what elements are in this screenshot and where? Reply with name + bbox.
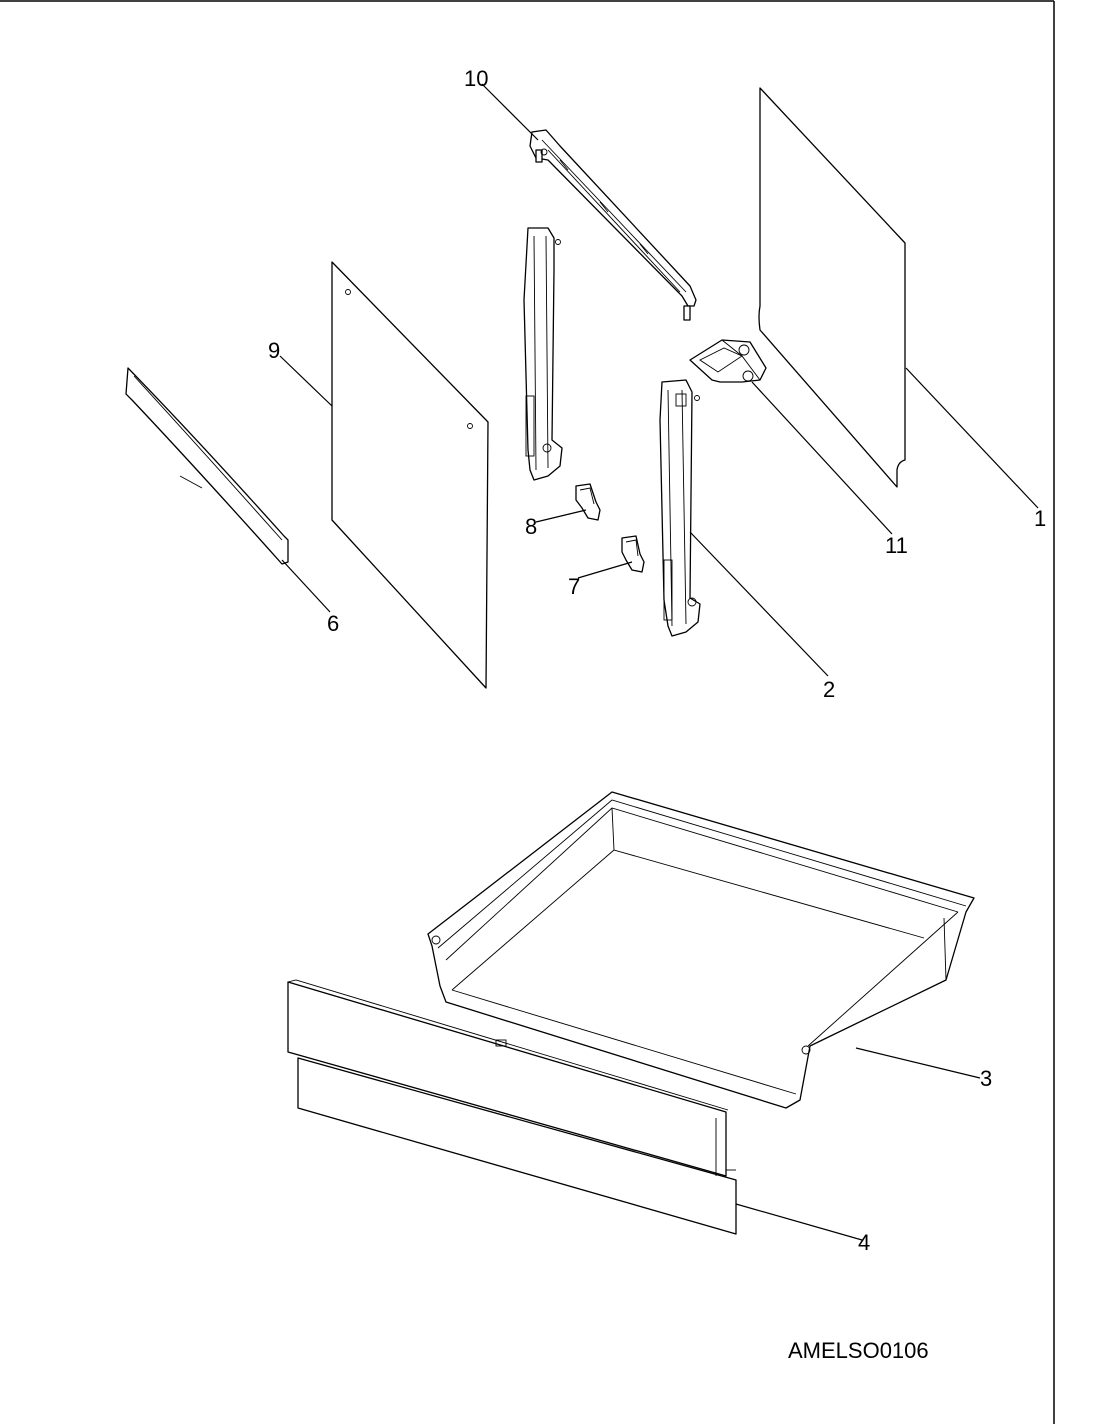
callout-8: 8 — [525, 514, 537, 539]
leader-6 — [281, 559, 331, 613]
callout-1: 1 — [1034, 506, 1046, 531]
part-10-top-rail — [529, 129, 697, 321]
callout-7: 7 — [568, 574, 580, 599]
drawing-code: AMELSO0106 — [788, 1338, 929, 1363]
part-2-right-slide-rail — [659, 379, 701, 637]
leader-8 — [535, 509, 587, 523]
callout-11: 11 — [885, 533, 908, 558]
leader-2 — [689, 531, 829, 677]
part-8-bracket — [575, 483, 601, 521]
part-9-inner-door-glass — [331, 261, 489, 689]
leader-10 — [481, 83, 539, 141]
leader-1 — [905, 367, 1039, 509]
leader-11 — [751, 381, 893, 535]
leader-3 — [855, 1047, 981, 1079]
callout-6: 6 — [327, 611, 339, 636]
callout-3: 3 — [980, 1066, 992, 1091]
part-4-drawer-front — [287, 979, 737, 1235]
leader-7 — [577, 561, 633, 579]
leader-lines — [279, 83, 1039, 1241]
leader-4 — [735, 1203, 863, 1241]
part-1-rear-glass-panel — [758, 87, 906, 488]
callout-labels: 1 2 3 4 6 7 8 9 10 11 — [268, 66, 1046, 1255]
callout-10: 10 — [464, 66, 488, 91]
callout-9: 9 — [268, 338, 280, 363]
callout-2: 2 — [823, 677, 835, 702]
part-7-bracket — [621, 535, 645, 573]
part-11-hinge-block — [689, 339, 767, 383]
part-3-drawer-tray — [427, 791, 975, 1109]
leader-9 — [279, 355, 333, 407]
part-6-door-handle — [125, 367, 289, 565]
left-slide-rail — [523, 227, 563, 481]
callout-4: 4 — [858, 1230, 870, 1255]
